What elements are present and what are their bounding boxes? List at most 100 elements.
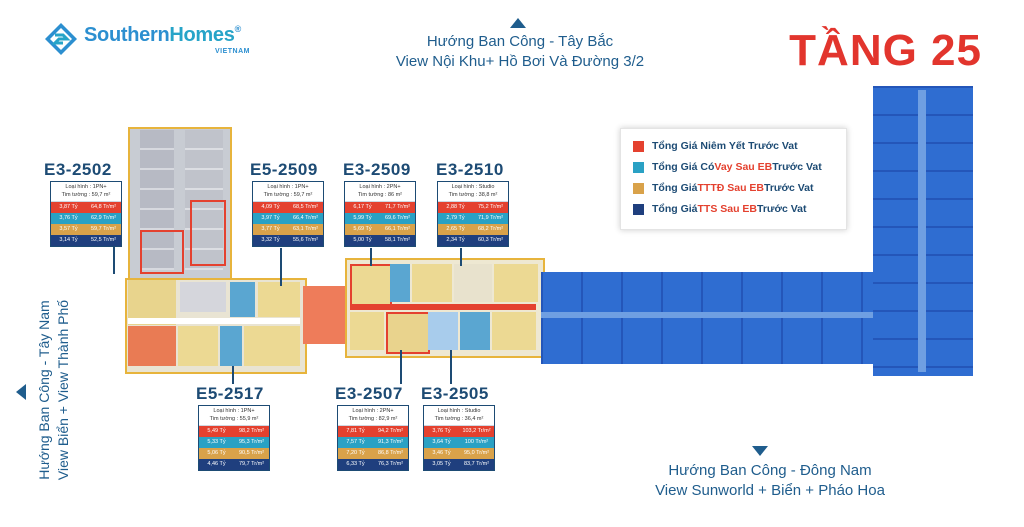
unit-orange bbox=[128, 326, 176, 366]
unit-yellow bbox=[178, 326, 218, 366]
direction-top: Hướng Ban Công - Tây Bắc View Nội Khu+ H… bbox=[395, 33, 645, 70]
legend-item: Tổng Giá TTS Sau EB Trước Vat bbox=[633, 202, 807, 216]
unit-blue bbox=[390, 264, 410, 302]
unit-yellow bbox=[412, 264, 452, 302]
unit-code-e3-2510: E3-2510 bbox=[436, 160, 504, 179]
legend-item: Tổng Giá TTTĐ Sau EB Trước Vat bbox=[633, 181, 814, 195]
middle-block bbox=[345, 258, 545, 358]
leader-line bbox=[232, 366, 234, 384]
unit-card-e3-2502[interactable]: Loại hình : 1PN+Tim tường : 59,7 m² 3,87… bbox=[50, 181, 122, 247]
right-wing-block bbox=[541, 272, 873, 364]
unit-info: Loại hình : 1PN+Tim tường : 55,9 m² bbox=[199, 406, 269, 426]
left-tower-block bbox=[128, 127, 232, 281]
unit-orange bbox=[303, 286, 347, 344]
corridor bbox=[918, 90, 926, 372]
logo-mark-icon bbox=[45, 23, 77, 55]
legend-swatch bbox=[633, 182, 644, 194]
unit-code-e3-2507: E3-2507 bbox=[335, 384, 403, 403]
direction-bottom: Hướng Ban Công - Đông Nam View Sunworld … bbox=[655, 462, 885, 499]
direction-left: Hướng Ban Công - Tây Nam View Biển + Vie… bbox=[36, 299, 71, 481]
unit-code-e5-2509: E5-2509 bbox=[250, 160, 318, 179]
west-arrow-icon bbox=[16, 384, 26, 400]
leader-line bbox=[370, 248, 372, 266]
leader-line bbox=[400, 350, 402, 384]
legend-swatch bbox=[633, 140, 644, 152]
unit-card-e5-2509[interactable]: Loại hình : 1PN+Tim tường : 59,7 m² 4,09… bbox=[252, 181, 324, 247]
unit-yellow bbox=[492, 312, 536, 350]
leader-line bbox=[460, 248, 462, 266]
unit-outline bbox=[190, 200, 226, 266]
unit-info: Loại hình : 2PN+Tim tường : 86 m² bbox=[345, 182, 415, 202]
unit-card-e3-2509[interactable]: Loại hình : 2PN+Tim tường : 86 m² 6,17 T… bbox=[344, 181, 416, 247]
unit-card-e5-2517[interactable]: Loại hình : 1PN+Tim tường : 55,9 m² 5,49… bbox=[198, 405, 270, 471]
unit-info: Loại hình : 1PN+Tim tường : 59,7 m² bbox=[253, 182, 323, 202]
leader-line bbox=[113, 244, 115, 274]
right-tower-block bbox=[873, 86, 973, 376]
unit-card-e3-2507[interactable]: Loại hình : 2PN+Tim tường : 82,9 m² 7,81… bbox=[337, 405, 409, 471]
leader-line bbox=[280, 248, 282, 286]
legend-swatch bbox=[633, 203, 644, 215]
unit-info: Loại hình : 2PN+Tim tường : 82,9 m² bbox=[338, 406, 408, 426]
left-tower-units bbox=[140, 130, 174, 270]
unit-outline bbox=[386, 312, 430, 354]
unit-info: Loại hình : 1PN+Tim tường : 59,7 m² bbox=[51, 182, 121, 202]
corridor bbox=[541, 312, 873, 318]
legend-item: Tổng Giá Có Vay Sau EB Trước Vat bbox=[633, 160, 822, 174]
unit-code-e3-2505: E3-2505 bbox=[421, 384, 489, 403]
unit-lightblue bbox=[428, 312, 458, 350]
north-arrow-icon bbox=[510, 18, 526, 28]
right-wing-units bbox=[541, 272, 873, 364]
unit-blue bbox=[460, 312, 490, 350]
brand-name: SouthernHomes® bbox=[84, 24, 241, 46]
unit-yellow bbox=[244, 326, 300, 366]
unit-beige bbox=[454, 264, 492, 302]
unit-yellow bbox=[128, 280, 176, 325]
brand-subtitle: VIETNAM bbox=[215, 48, 250, 55]
floor-title: TẦNG 25 bbox=[789, 26, 982, 75]
unit-code-e3-2509: E3-2509 bbox=[343, 160, 411, 179]
leader-line bbox=[450, 350, 452, 384]
unit-yellow bbox=[258, 282, 300, 317]
south-arrow-icon bbox=[752, 446, 768, 456]
unit-code-e5-2517: E5-2517 bbox=[196, 384, 264, 403]
unit-blue bbox=[220, 326, 242, 366]
unit-yellow bbox=[494, 264, 538, 302]
unit-outline bbox=[350, 264, 392, 306]
price-legend: Tổng Giá Niêm Yết Trước Vat Tổng Giá Có … bbox=[620, 128, 847, 230]
unit-code-e3-2502: E3-2502 bbox=[44, 160, 112, 179]
legend-item: Tổng Giá Niêm Yết Trước Vat bbox=[633, 139, 798, 153]
right-tower-units bbox=[873, 86, 973, 376]
unit-grey bbox=[180, 282, 226, 312]
corridor bbox=[128, 318, 300, 324]
unit-yellow bbox=[350, 312, 384, 350]
